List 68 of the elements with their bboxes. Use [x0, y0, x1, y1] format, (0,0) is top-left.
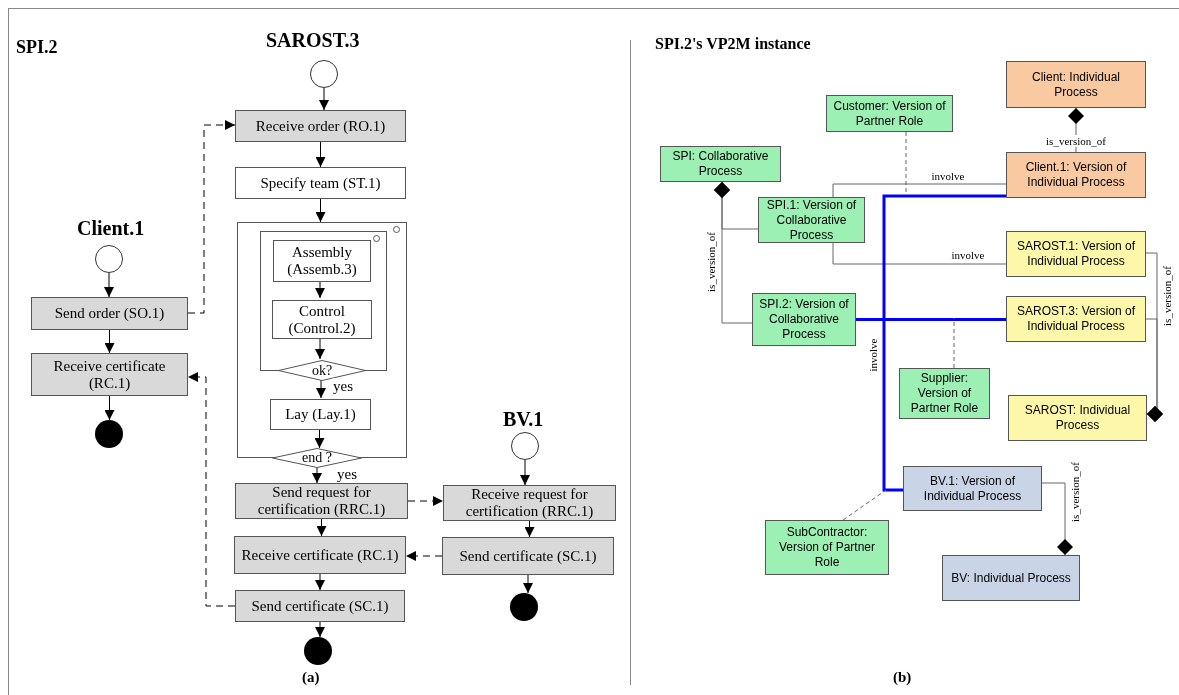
arrow	[405, 551, 443, 561]
edge-label: involve	[867, 337, 879, 373]
activity-box: Lay (Lay.1)	[270, 399, 371, 430]
heading: SAROST.3	[266, 30, 360, 50]
arrow	[316, 518, 327, 537]
edge-label: involve	[930, 170, 966, 182]
arrow	[315, 141, 326, 168]
class-box: SPI.1: Version of Collaborative Process	[758, 197, 865, 243]
activity-box: Specify team (ST.1)	[235, 167, 406, 199]
arrow	[104, 272, 114, 298]
arrow	[523, 574, 533, 594]
edge-label: involve	[950, 249, 986, 261]
class-box: SPI: Collaborative Process	[660, 146, 781, 182]
class-box: SubContractor: Version of Partner Role	[765, 520, 889, 575]
decision-diamond: ok?	[278, 360, 366, 381]
class-box: Supplier: Version of Partner Role	[899, 368, 990, 419]
arrow	[315, 621, 325, 638]
arrow	[319, 87, 329, 111]
arrow	[520, 459, 530, 486]
heading: SPI.2's VP2M instance	[655, 36, 811, 52]
edge-label: is_version_of	[705, 231, 717, 293]
edge-label: is_version_of	[1069, 461, 1081, 523]
class-box: Client: Individual Process	[1006, 61, 1146, 108]
connector-line	[832, 183, 1007, 198]
composition-line	[1041, 482, 1073, 556]
class-box: BV.1: Version of Individual Process	[903, 466, 1042, 511]
class-box: SAROST.1: Version of Individual Process	[1006, 231, 1146, 277]
arrow	[315, 573, 325, 591]
arrow	[314, 428, 325, 449]
arrow	[104, 329, 115, 354]
decision-diamond: end ?	[272, 448, 362, 468]
class-box: BV: Individual Process	[942, 555, 1080, 601]
heading: BV.1	[503, 409, 544, 429]
panel-caption: (b)	[893, 670, 912, 685]
composition-line	[1145, 318, 1163, 422]
activity-box: Send request for certification (RRC.1)	[235, 483, 408, 519]
activity-box: Receive certificate (RC.1)	[31, 353, 188, 396]
arrow	[187, 372, 236, 607]
edge-label: is_version_of	[1045, 135, 1107, 147]
arrow	[315, 198, 326, 223]
connector-line	[856, 318, 1006, 321]
class-box: SAROST: Individual Process	[1008, 395, 1147, 441]
heading: Client.1	[77, 218, 145, 238]
activity-box: Receive certificate (RC.1)	[234, 536, 406, 574]
arrow	[407, 496, 444, 506]
activity-box: Receive order (RO.1)	[235, 110, 406, 142]
activity-box: Send certificate (SC.1)	[235, 590, 405, 622]
arrow	[524, 520, 535, 538]
connector-line	[842, 489, 887, 521]
class-box: Client.1: Version of Individual Process	[1006, 152, 1146, 198]
connector-line	[953, 317, 955, 369]
connector-line	[832, 242, 1007, 265]
arrow	[187, 120, 236, 314]
class-box: Customer: Version of Partner Role	[826, 95, 953, 132]
activity-box: Assembly (Assemb.3)	[273, 240, 371, 282]
class-box: SAROST.3: Version of Individual Process	[1006, 296, 1146, 342]
edge-label: is_version_of	[1161, 265, 1173, 327]
heading: SPI.2	[16, 38, 58, 56]
activity-box: Receive request for certification (RRC.1)	[443, 485, 616, 521]
class-box: SPI.2: Version of Collaborative Process	[752, 293, 856, 346]
activity-box: Send order (SO.1)	[31, 297, 188, 330]
arrow	[316, 379, 326, 399]
arrow	[312, 467, 322, 484]
arrow	[104, 395, 115, 421]
connector-line	[882, 194, 1006, 492]
activity-box: Send certificate (SC.1)	[442, 537, 614, 575]
activity-box: Control (Control.2)	[272, 300, 372, 339]
composition-line	[714, 181, 753, 324]
